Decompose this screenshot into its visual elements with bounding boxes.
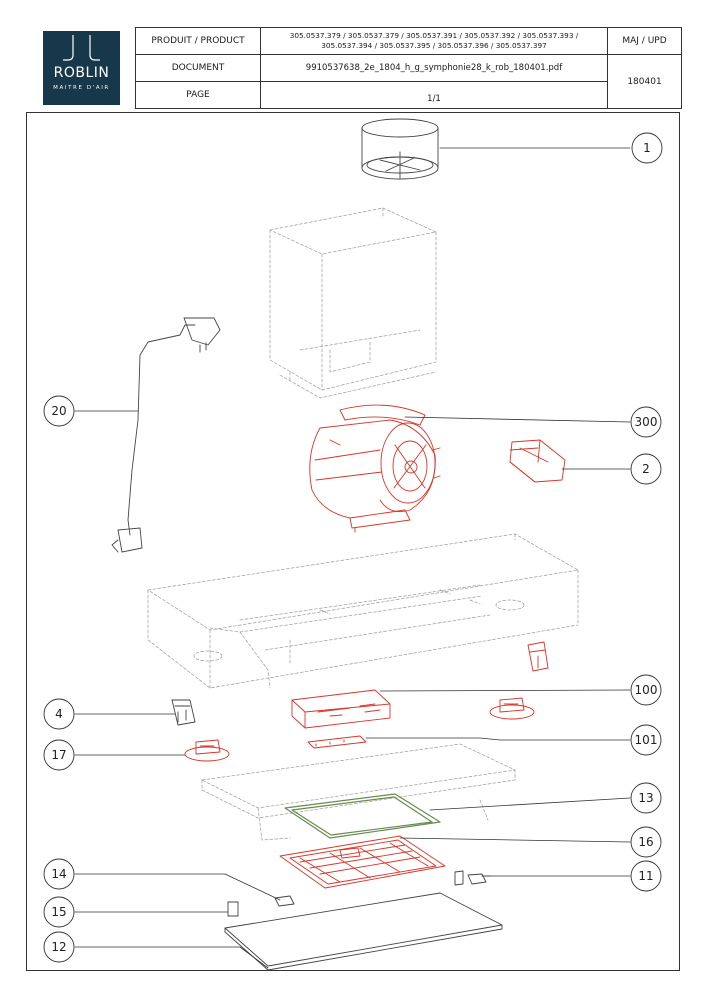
part-filter-frame — [284, 793, 441, 839]
callout-16: 16 — [630, 826, 662, 858]
svg-text:300: 300 — [635, 415, 658, 429]
callout-300: 300 — [630, 406, 662, 438]
part-bracket-right — [527, 641, 549, 672]
svg-text:16: 16 — [638, 835, 653, 849]
svg-text:12: 12 — [51, 940, 66, 954]
callout-101: 101 — [630, 724, 662, 756]
svg-text:20: 20 — [51, 404, 66, 418]
part-control-board — [307, 735, 367, 749]
document-value: 9910537638_2e_1804_h_g_symphonie28_k_rob… — [260, 54, 608, 82]
part-chimney-housing — [269, 207, 437, 399]
part-capacitor-box — [509, 439, 566, 483]
callout-11: 11 — [630, 860, 662, 892]
part-bottom-panel — [224, 892, 503, 971]
part-duct-collar — [361, 118, 439, 180]
callout-1: 1 — [631, 132, 663, 164]
svg-text:11: 11 — [638, 869, 653, 883]
title-block: PRODUIT / PRODUCT 305.0537.379 / 305.053… — [135, 27, 682, 109]
callout-17: 17 — [43, 739, 75, 771]
page-label: PAGE — [135, 81, 261, 109]
part-inner-tray — [201, 743, 516, 841]
svg-text:14: 14 — [51, 867, 66, 881]
callout-12: 12 — [43, 931, 75, 963]
part-grease-filter — [279, 835, 446, 889]
page-value: 1/1 — [260, 81, 608, 109]
logo-tagline: MAITRE D'AIR — [53, 85, 110, 91]
part-lamp — [184, 697, 535, 762]
callout-100: 100 — [630, 674, 662, 706]
callout-4: 4 — [43, 698, 75, 730]
svg-text:15: 15 — [51, 905, 66, 919]
drawing-frame — [26, 112, 680, 971]
logo-mark-icon — [63, 35, 100, 61]
callout-20: 20 — [43, 395, 75, 427]
part-clips — [227, 870, 491, 917]
svg-text:100: 100 — [635, 683, 658, 697]
svg-text:17: 17 — [51, 748, 66, 762]
svg-text:13: 13 — [638, 791, 653, 805]
roblin-logo: ROBLIN MAITRE D'AIR — [43, 31, 120, 105]
svg-text:101: 101 — [635, 733, 658, 747]
svg-text:2: 2 — [642, 462, 650, 476]
upd-value: 180401 — [607, 54, 682, 109]
part-control-box — [291, 689, 391, 729]
callout-14: 14 — [43, 858, 75, 890]
part-bracket-left — [171, 699, 196, 726]
part-motor-blower — [309, 404, 441, 533]
product-label: PRODUIT / PRODUCT — [135, 27, 261, 55]
callout-15: 15 — [43, 896, 75, 928]
part-hood-body — [147, 533, 579, 689]
part-power-cable — [111, 317, 221, 553]
svg-text:1: 1 — [643, 141, 651, 155]
callout-13: 13 — [630, 782, 662, 814]
leader-lines — [74, 147, 631, 969]
svg-text:4: 4 — [55, 707, 63, 721]
document-label: DOCUMENT — [135, 54, 261, 82]
logo-brand: ROBLIN — [53, 65, 110, 81]
callout-2: 2 — [630, 453, 662, 485]
